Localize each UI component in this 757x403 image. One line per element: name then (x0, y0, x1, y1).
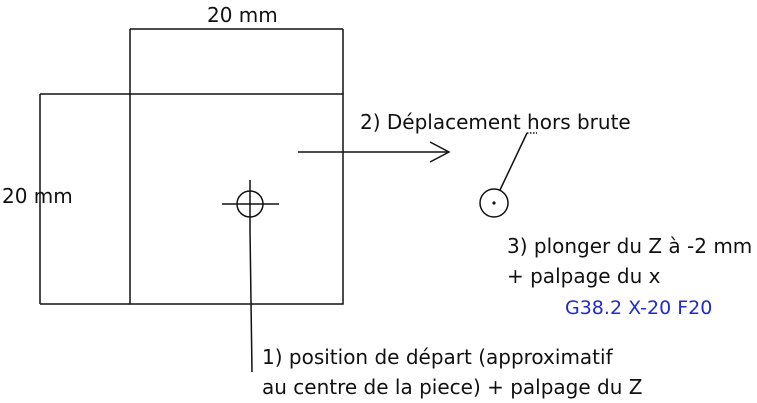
step1-label-line2: au centre de la piece) + palpage du Z (262, 375, 643, 399)
step1-label-line1: 1) position de départ (approximatif (262, 345, 613, 369)
arrow-head (429, 141, 451, 163)
left-dimension-label: 20 mm (2, 184, 73, 208)
top-dimension-label: 20 mm (203, 3, 282, 27)
gcode-command: G38.2 X-20 F20 (565, 297, 713, 319)
probe-target-dot (492, 201, 496, 205)
step3-label-line2: + palpage du x (507, 264, 661, 288)
step2-label: 2) Déplacement hors brute (360, 110, 631, 134)
step1-leader (249, 229, 253, 373)
step3-label-line1: 3) plonger du Z à -2 mm (507, 234, 753, 258)
step2-leader (499, 132, 528, 191)
probe-target-circle (479, 188, 509, 218)
workpiece-outline (129, 93, 344, 305)
